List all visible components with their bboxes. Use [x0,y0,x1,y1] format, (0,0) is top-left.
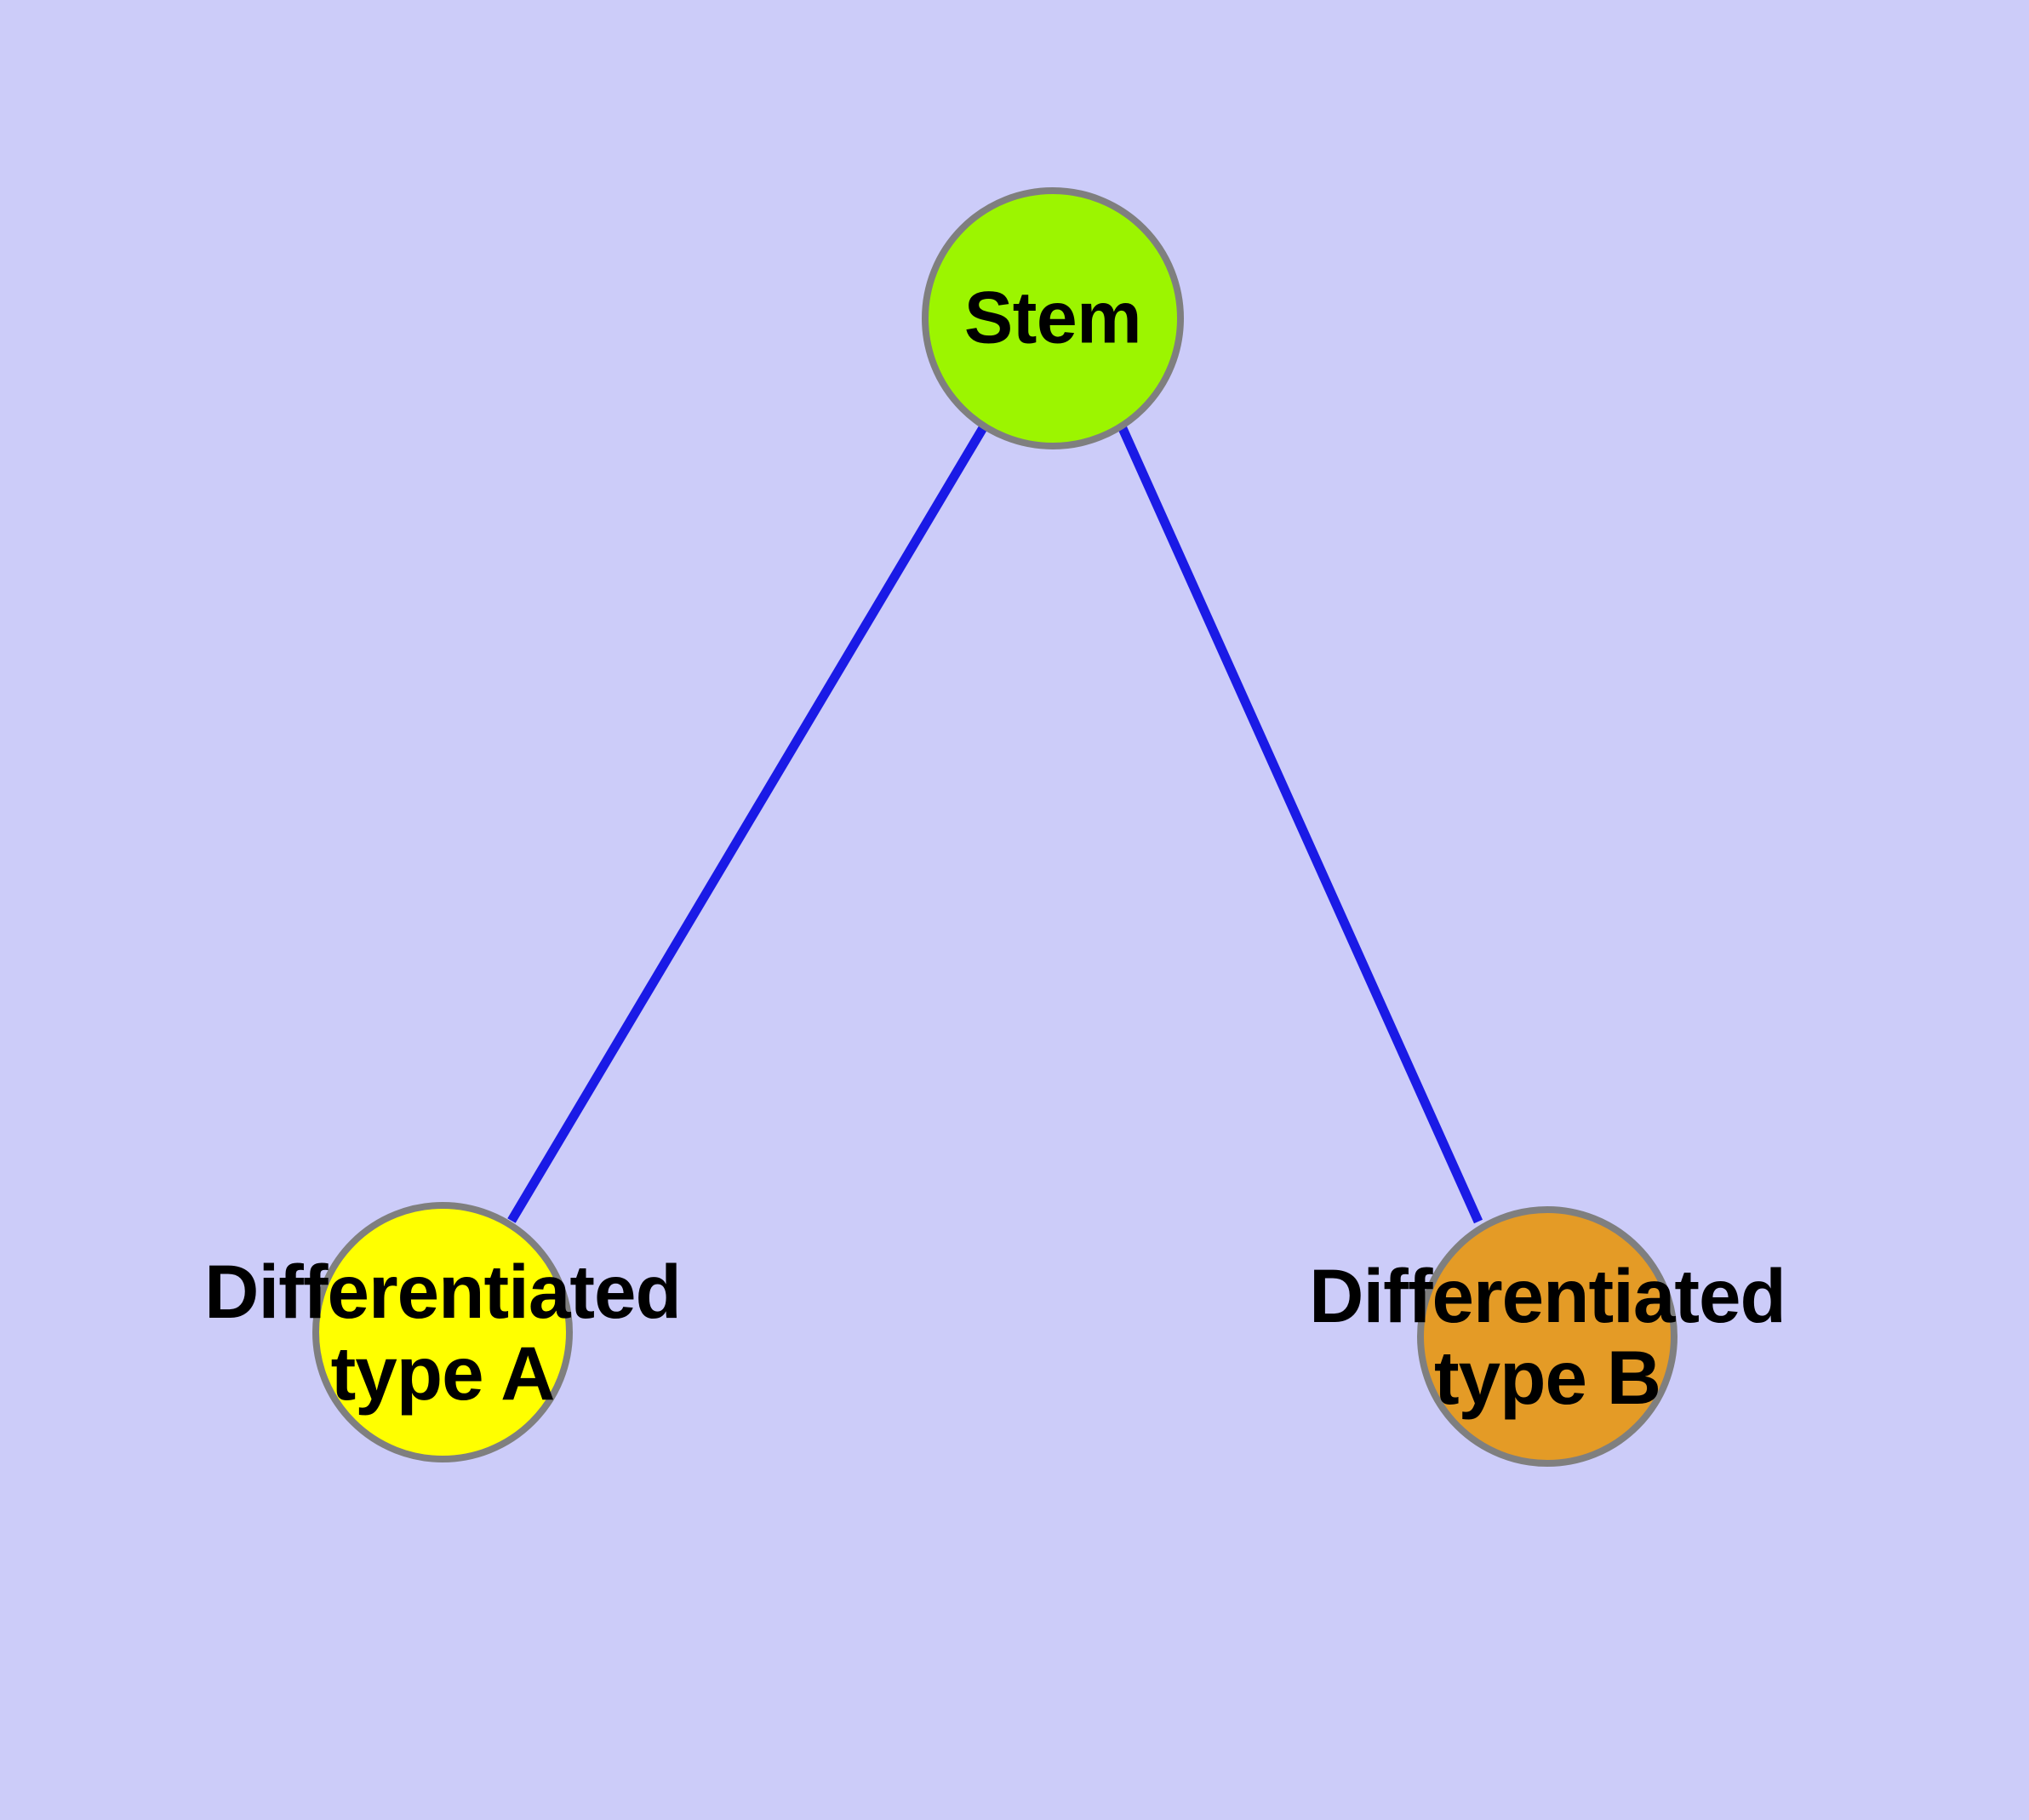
edge-stem-to-differentiated-type-a[interactable] [507,424,988,1223]
node-circle-differentiated-type-b[interactable] [1417,1206,1677,1467]
edge-stem-to-differentiated-type-b[interactable] [1117,424,1483,1224]
node-circle-stem[interactable] [922,187,1184,449]
node-layer [312,187,1677,1467]
edge-layer [507,424,1483,1224]
node-circle-differentiated-type-a[interactable] [312,1202,573,1462]
